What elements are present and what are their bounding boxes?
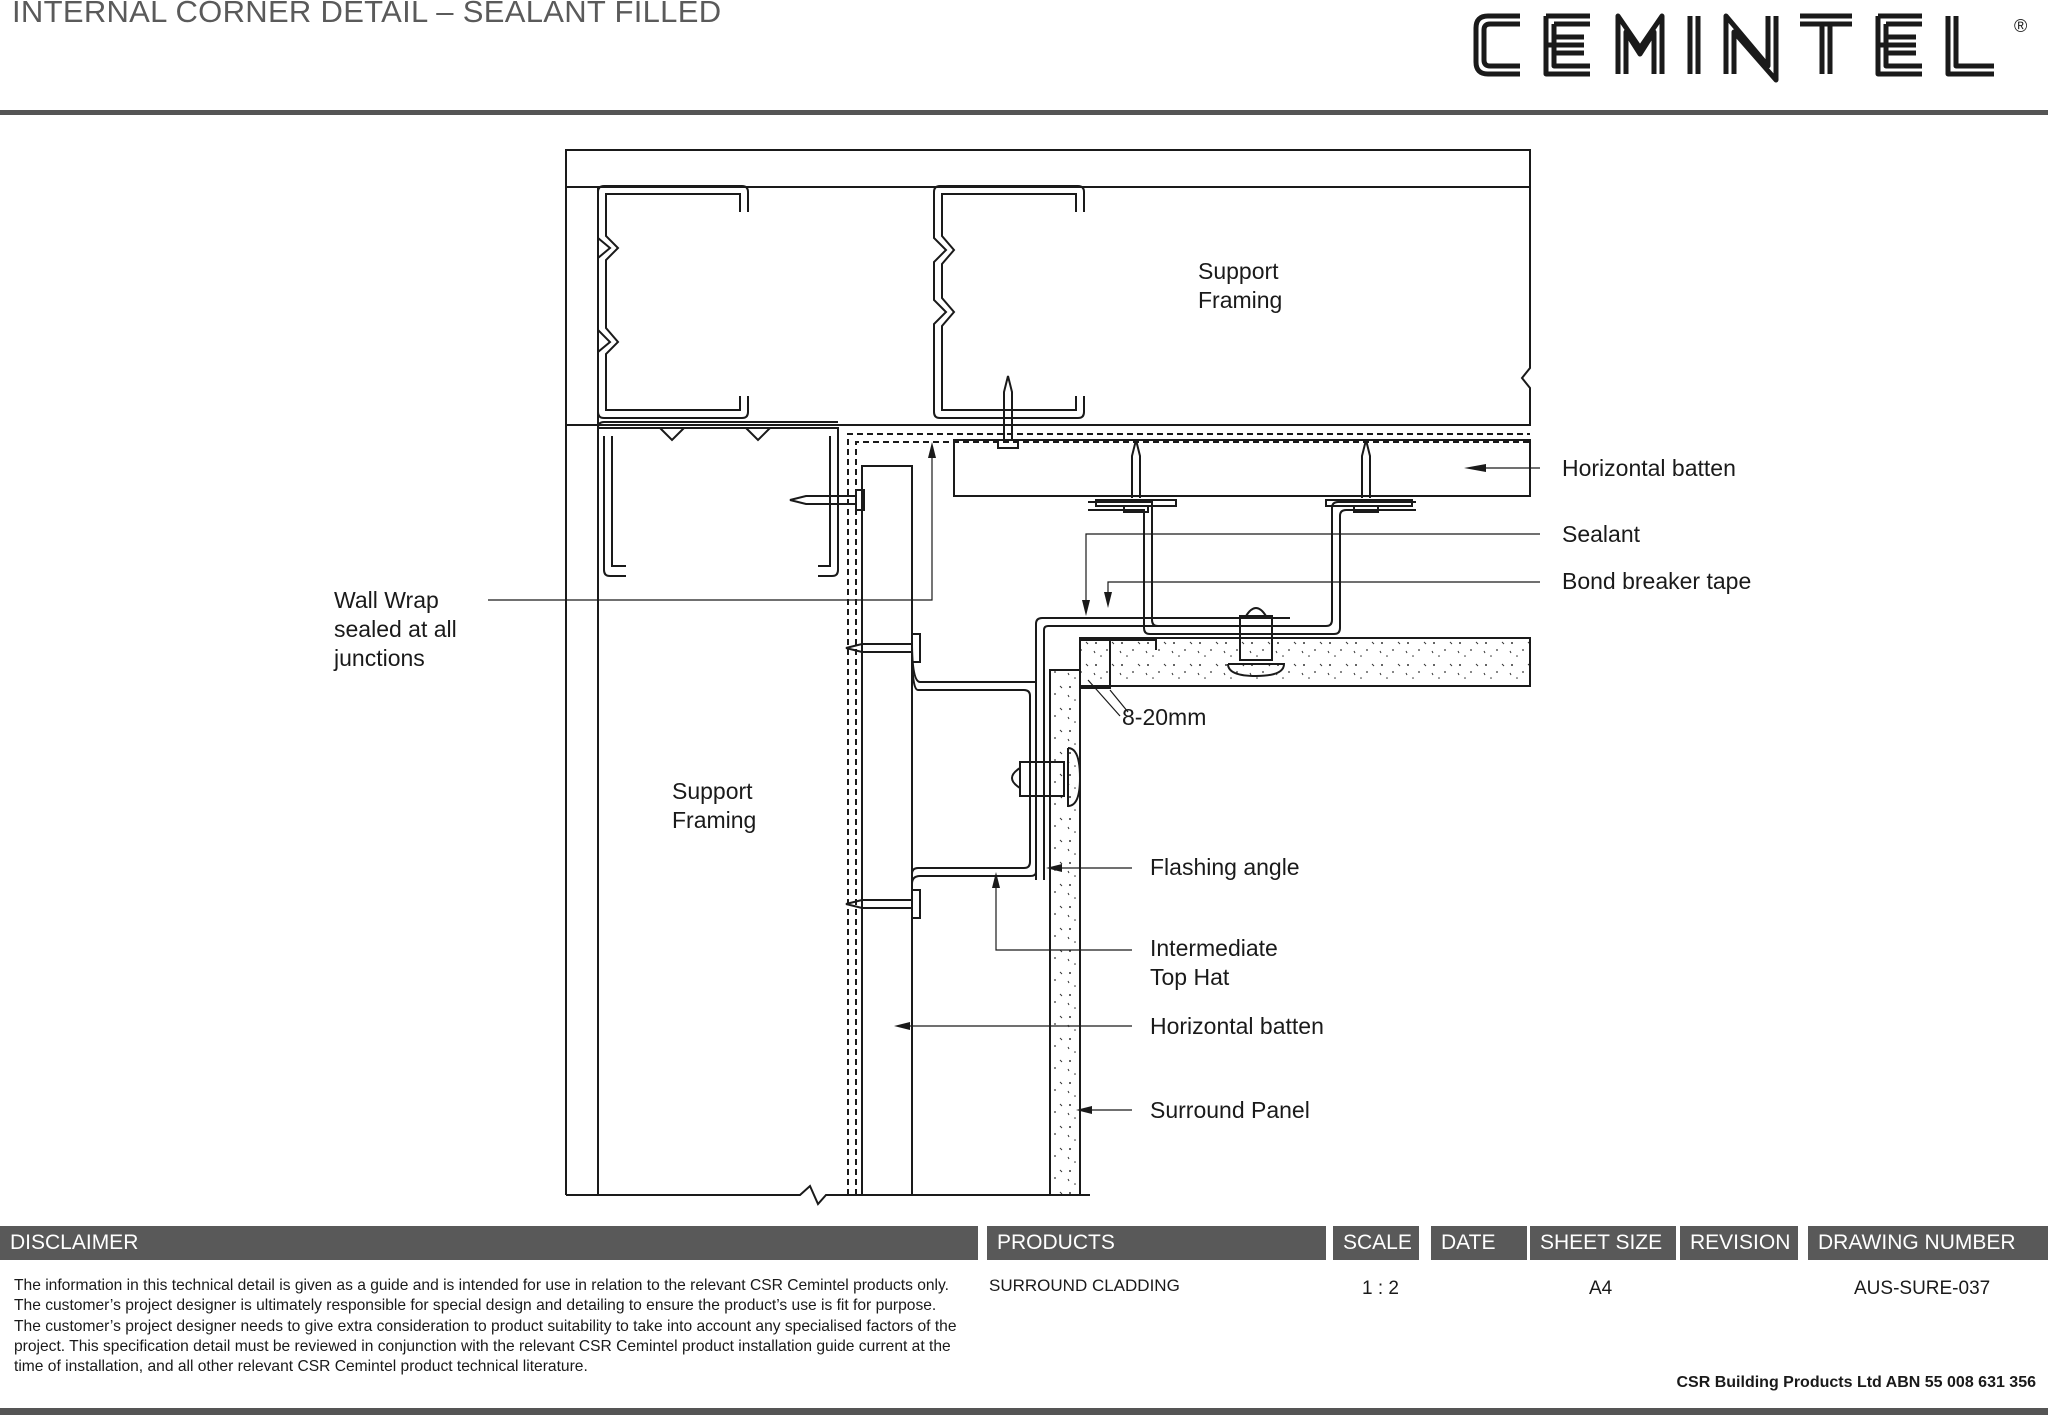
- fixing-top-3: [1325, 439, 1413, 513]
- label-intermediate-top-hat: Intermediate Top Hat: [1150, 935, 1278, 990]
- fixing-top-2: [1095, 439, 1177, 513]
- header-revision: REVISION: [1680, 1226, 1798, 1260]
- leader-lines: [488, 448, 1540, 1111]
- top-hat-vertical: [911, 649, 1031, 910]
- cemintel-logo: ®: [1473, 13, 2027, 83]
- drawing-number-value: AUS-SURE-037: [1854, 1278, 1991, 1299]
- page-title: INTERNAL CORNER DETAIL – SEALANT FILLED: [12, 0, 722, 29]
- arrowheads: [894, 442, 1486, 1114]
- wall-wrap-line: [847, 433, 1530, 1195]
- label-wall-wrap: Wall Wrap sealed at all junctions: [334, 587, 457, 671]
- fixing-left-1: [789, 489, 865, 511]
- corner-detail-drawing: [488, 149, 1540, 1206]
- label-surround-panel: Surround Panel: [1150, 1097, 1310, 1123]
- top-framing-outline: [565, 149, 1531, 426]
- label-support-framing-left: Support Framing: [672, 778, 757, 833]
- fixing-left-2: [845, 633, 921, 663]
- surround-panel-horizontal: [1079, 637, 1531, 687]
- fixing-top-1: [997, 375, 1019, 449]
- fixing-left-3: [845, 889, 921, 919]
- label-horizontal-batten-bottom: Horizontal batten: [1150, 1013, 1324, 1039]
- footer-bottom-rule: [0, 1408, 2048, 1415]
- label-support-framing-top: Support Framing: [1198, 258, 1283, 313]
- steel-stud-top-right: [933, 185, 1085, 419]
- header-products: PRODUCTS: [987, 1226, 1326, 1260]
- registered-mark: ®: [2014, 16, 2027, 36]
- disclaimer-text: The information in this technical detail…: [14, 1277, 957, 1376]
- header-date: DATE: [1431, 1226, 1527, 1260]
- products-value: SURROUND CLADDING: [989, 1276, 1180, 1295]
- scale-value: 1 : 2: [1362, 1278, 1399, 1299]
- label-flashing-angle: Flashing angle: [1150, 854, 1300, 880]
- steel-stud-left: [597, 421, 839, 577]
- panel-clip-vertical: [1011, 747, 1082, 808]
- surround-panel-vertical: [1049, 669, 1081, 1196]
- label-bond-breaker-tape: Bond breaker tape: [1562, 568, 1752, 594]
- panel-clip-horizontal: [1227, 607, 1286, 678]
- title-block: DISCLAIMER PRODUCTS SCALE DATE SHEET SIZ…: [0, 1226, 2048, 1415]
- label-sealant: Sealant: [1562, 521, 1641, 547]
- horizontal-batten-top: [953, 439, 1531, 497]
- steel-stud-top-left: [597, 185, 749, 419]
- top-hat-horizontal: [1088, 501, 1416, 627]
- flashing-angle: [1035, 617, 1290, 880]
- header-drawing-number: DRAWING NUMBER: [1808, 1226, 2048, 1260]
- company-line: CSR Building Products Ltd ABN 55 008 631…: [1676, 1374, 2037, 1391]
- header-scale: SCALE: [1333, 1226, 1419, 1260]
- header-sheet-size: SHEET SIZE: [1530, 1226, 1676, 1260]
- label-horizontal-batten-top: Horizontal batten: [1562, 455, 1736, 481]
- vertical-batten: [861, 465, 913, 1196]
- header-disclaimer: DISCLAIMER: [0, 1226, 978, 1260]
- header-rule: [0, 110, 2048, 115]
- sheet-size-value: A4: [1589, 1278, 1613, 1299]
- label-gap: 8-20mm: [1122, 704, 1207, 730]
